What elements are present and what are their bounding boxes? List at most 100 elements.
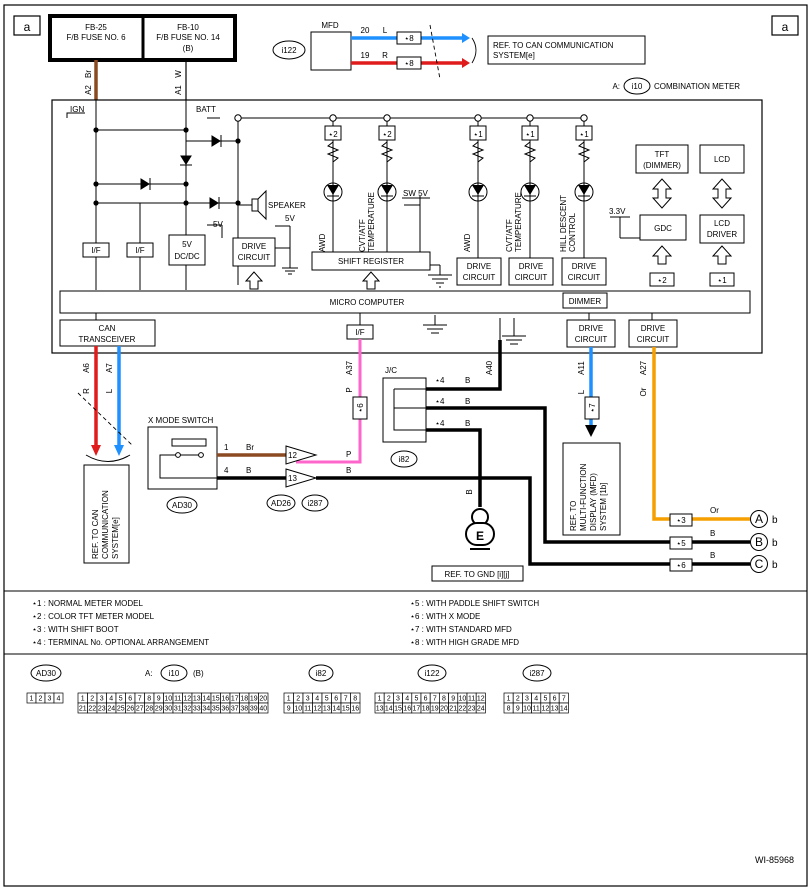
output-c-suffix: b — [772, 560, 778, 571]
svg-text:⋆1: ⋆1 — [717, 276, 727, 285]
jc-wire-3 — [426, 428, 482, 507]
xmode-contact — [159, 454, 178, 470]
pin-number: 21 — [79, 706, 87, 713]
note-left-4: ⋆4 : TERMINAL No. OPTIONAL ARRANGEMENT — [32, 638, 209, 647]
xmode-pin4: 4 — [224, 466, 229, 475]
meter-label: COMBINATION METER — [654, 82, 740, 91]
speaker-5v-label: 5V — [285, 214, 295, 223]
note-box-lcd: ⋆1 — [709, 272, 735, 287]
output-note-b: ⋆5 — [669, 536, 693, 550]
cvt-label-2a: CVT/ATF — [505, 219, 514, 252]
can-wire-2-pin: A7 — [105, 363, 114, 373]
svg-text:a: a — [24, 20, 31, 34]
xmode-contact-b — [198, 452, 204, 458]
pin-number: 32 — [183, 706, 191, 713]
gnd-wire-color: B — [465, 489, 474, 494]
pin-number: 11 — [468, 696, 475, 703]
svg-text:⋆1: ⋆1 — [525, 130, 535, 139]
if-wire-color: P — [345, 387, 354, 392]
pin-number: 33 — [193, 706, 201, 713]
pin-number: 7 — [344, 696, 348, 703]
conn-i122-label: i122 — [424, 669, 440, 678]
can-wire-1-pin: A6 — [82, 363, 91, 373]
dimmer-wire-pin: A27 — [639, 360, 648, 375]
pin-number: 11 — [304, 706, 311, 713]
svg-text:⋆3: ⋆3 — [676, 516, 686, 525]
micro-computer-block: MICRO COMPUTER — [59, 290, 751, 314]
pin-number: 14 — [385, 706, 393, 713]
tft-dimmer-block: TFT (DIMMER) — [635, 144, 689, 174]
mfd-block: i122 MFD 20 L 19 R ⋆8 ⋆8 REF. TO CAN COM… — [272, 21, 646, 80]
pin-number: 3 — [396, 696, 400, 703]
shift-register-block: SHIFT REGISTER — [311, 251, 431, 271]
svg-text:SHIFT REGISTER: SHIFT REGISTER — [338, 257, 404, 266]
pin-number: 26 — [126, 706, 134, 713]
jc-wire-pin: A40 — [485, 360, 494, 375]
up-arrow-icon — [361, 271, 381, 290]
pin-number: 23 — [98, 706, 106, 713]
ad26-pin-a: 12 — [288, 451, 297, 460]
pin-number: 36 — [221, 706, 229, 713]
pin-number: 4 — [109, 696, 113, 703]
pin-number: 5 — [119, 696, 123, 703]
jc-connector-ellipse — [390, 450, 418, 468]
terminal-circles — [234, 114, 588, 122]
pin-number: 19 — [431, 706, 439, 713]
pin-cell — [350, 702, 361, 714]
pin-number: 13 — [323, 706, 331, 713]
pin-number: 29 — [155, 706, 163, 713]
drive-circuit-mfd: DRIVE CIRCUIT — [566, 319, 616, 348]
cvt-label-1a: CVT/ATF — [358, 219, 367, 252]
pin-number: 24 — [107, 706, 115, 713]
xmode-contact-a — [175, 452, 181, 458]
drive-circuit-hill: DRIVE CIRCUIT — [561, 257, 607, 286]
pin-number: 10 — [164, 696, 172, 703]
can-wire-1-color: R — [82, 388, 91, 394]
pin-number: 12 — [313, 706, 321, 713]
mfd-wire-2-pin: 19 — [361, 51, 370, 60]
pin-number: 1 — [378, 696, 382, 703]
up-arrow-icon — [651, 245, 673, 265]
gdc-block: GDC — [639, 214, 687, 241]
pin-number: 27 — [136, 706, 144, 713]
svg-text:⋆2: ⋆2 — [328, 130, 338, 139]
if-block-1: I/F — [82, 242, 110, 258]
svg-text:I/F: I/F — [355, 328, 364, 337]
pin-number: 14 — [202, 696, 210, 703]
combination-meter-box — [51, 99, 763, 354]
fuse-1-pin: A2 — [84, 85, 93, 95]
svg-text:COMMUNICATION: COMMUNICATION — [101, 490, 110, 559]
pin-cell — [258, 702, 269, 714]
svg-text:⋆2: ⋆2 — [382, 130, 392, 139]
mfd-wire-1-note: ⋆8 — [404, 34, 414, 43]
jc-bus — [393, 389, 426, 431]
sw5v-label: SW 5V — [403, 189, 429, 198]
pin-number: 3 — [525, 696, 529, 703]
awd-label-1: AWD — [318, 233, 327, 252]
speaker-label: SPEAKER — [268, 201, 306, 210]
pin-number: 10 — [294, 706, 302, 713]
fuse-1-wire-color: Br — [84, 70, 93, 78]
svg-text:DRIVE: DRIVE — [572, 262, 596, 271]
output-a-suffix: b — [772, 515, 778, 526]
i287-connector: i287 — [307, 499, 323, 508]
jc-label: J/C — [385, 366, 397, 375]
jc-connector: i82 — [399, 455, 410, 464]
conn-i287-ellipse — [522, 664, 552, 682]
pin-number: 25 — [117, 706, 125, 713]
drive-circuit-awd: DRIVE CIRCUIT — [456, 257, 502, 286]
svg-text:E: E — [476, 529, 484, 543]
svg-text:CAN: CAN — [99, 324, 116, 333]
mfd-ref-line2: SYSTEM[e] — [493, 51, 535, 60]
pin-number: 9 — [451, 696, 455, 703]
svg-text:TRANSCEIVER: TRANSCEIVER — [79, 335, 136, 344]
fuse-2-pin: A1 — [174, 85, 183, 95]
diagram-frame — [3, 4, 808, 887]
ground-symbol — [502, 335, 526, 345]
pin-number: 14 — [332, 706, 340, 713]
batt-label: BATT — [196, 105, 216, 114]
pin-number: 9 — [157, 696, 161, 703]
xmode-pin1-color: Br — [246, 443, 254, 452]
